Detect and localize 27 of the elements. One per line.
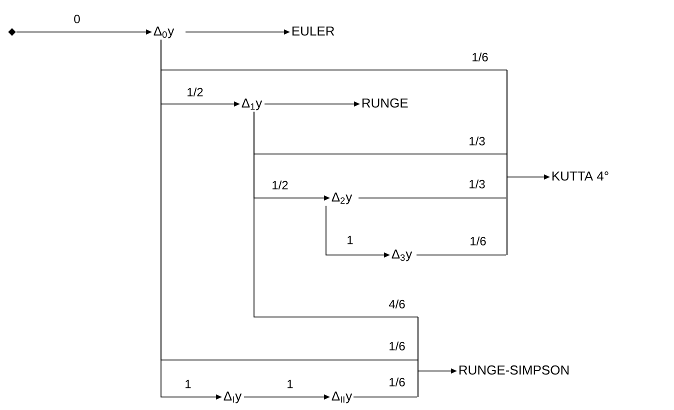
- delta-term: Δ$_{1}$y: [242, 98, 262, 110]
- delta-term: Δ$_{2}$y: [332, 192, 352, 204]
- method-label: KUTTA 4°: [552, 171, 608, 181]
- delta-term: Δ$_{0}$y: [154, 26, 174, 38]
- edge-label: 1: [286, 379, 294, 389]
- edge-label: 1/6: [388, 377, 406, 387]
- edge-label: 1/3: [468, 136, 486, 146]
- connector-line: [254, 112, 418, 318]
- connector-line: [353, 396, 418, 398]
- edge-label: 4/6: [388, 299, 406, 309]
- method-label: RUNGE: [362, 98, 408, 108]
- edge-label: 1/3: [468, 179, 486, 189]
- method-label: RUNGE-SIMPSON: [459, 365, 569, 375]
- edge-label: 1/2: [271, 180, 289, 190]
- connector-line: [416, 254, 506, 256]
- delta-term: Δ$_{I}$y: [224, 392, 242, 404]
- edge-label: 1: [346, 235, 354, 245]
- start-point: [8, 28, 16, 36]
- edge-label: 1/6: [388, 341, 406, 351]
- delta-term: Δ$_{3}$y: [392, 250, 412, 262]
- edge-label: 1: [184, 379, 192, 389]
- delta-term: Δ$_{II}$y: [332, 392, 352, 404]
- edge-label: 1/6: [471, 52, 489, 62]
- edge-label: 0: [73, 14, 81, 24]
- method-label: EULER: [292, 26, 334, 36]
- edge-label: 1/2: [186, 87, 204, 97]
- edge-label: 1/6: [469, 236, 487, 246]
